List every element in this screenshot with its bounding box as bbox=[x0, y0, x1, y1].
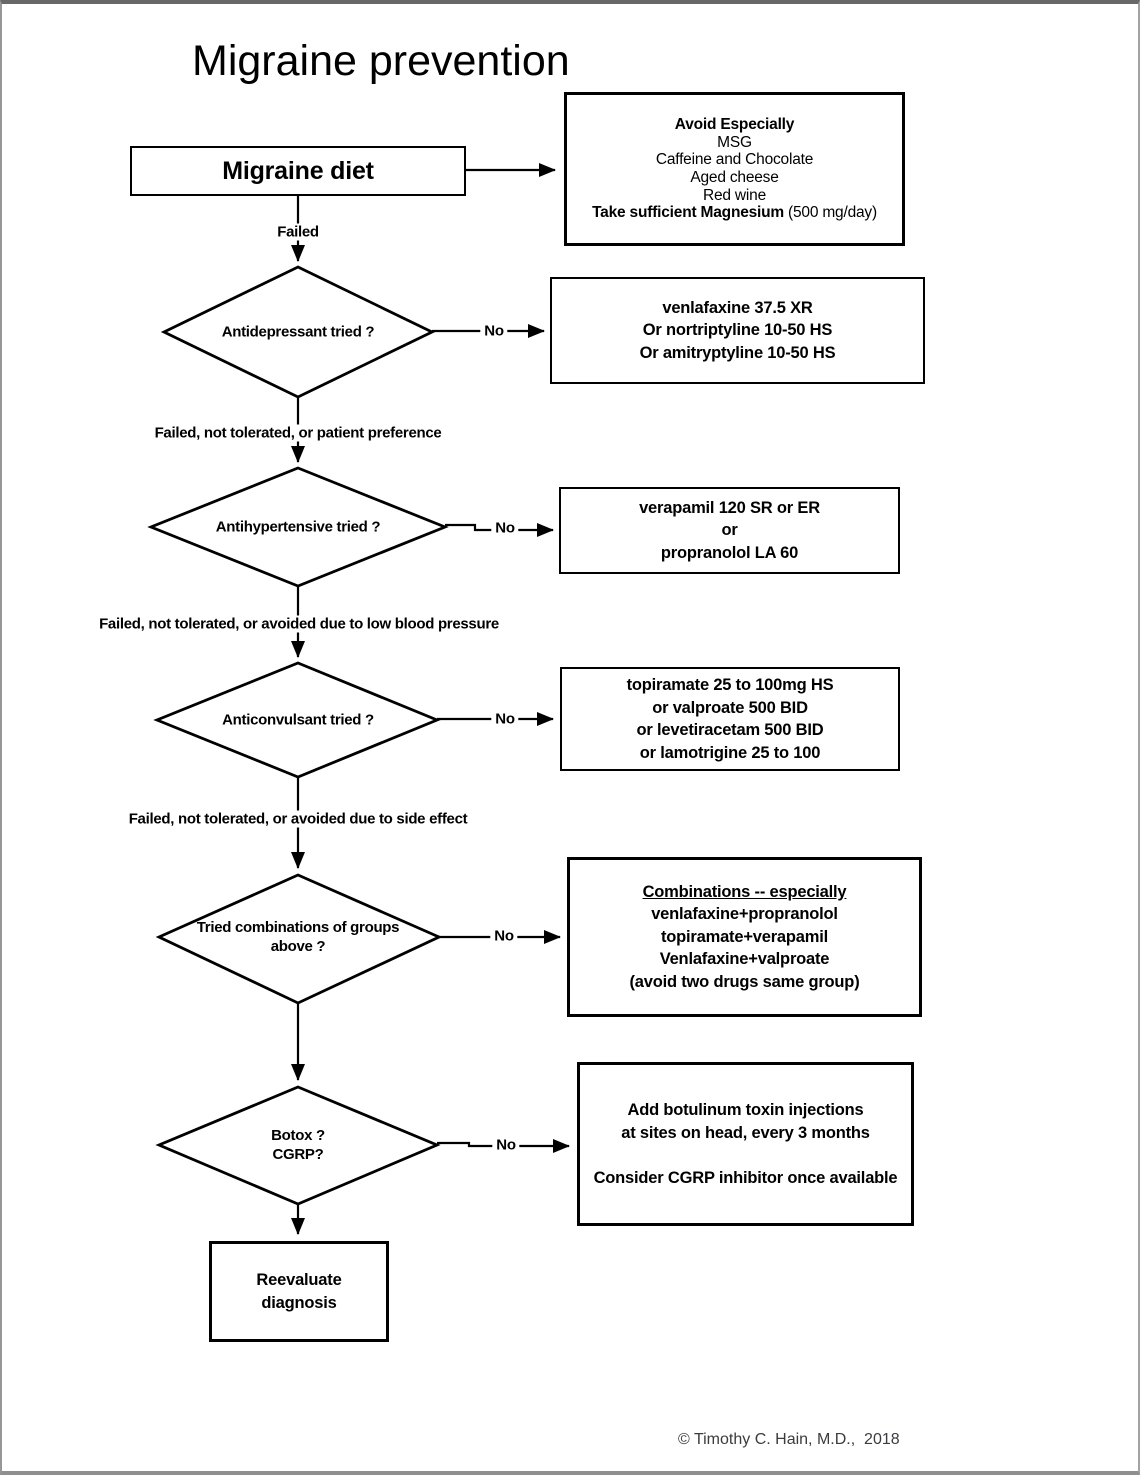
treatment-line: Or amitryptyline 10-50 HS bbox=[639, 343, 836, 362]
decision-diamond-anticonvulsant bbox=[153, 661, 441, 779]
decision-diamond-combinations bbox=[155, 873, 443, 1005]
decision-diamond-antihypertensive bbox=[147, 466, 449, 588]
end-node-reevaluate: Reevaluate diagnosis bbox=[209, 1241, 389, 1342]
avoid-box-item: Aged cheese bbox=[690, 169, 779, 186]
treatment-line: propranolol LA 60 bbox=[660, 543, 799, 562]
end-node-line1: Reevaluate bbox=[256, 1271, 342, 1289]
treatment-box-anticonvulsant: topiramate 25 to 100mg HS or valproate 5… bbox=[560, 667, 900, 771]
treatment-line: or bbox=[721, 521, 738, 540]
decision-diamond-botox bbox=[155, 1085, 441, 1206]
avoid-box-magnesium-bold: Take sufficient Magnesium bbox=[592, 204, 785, 222]
treatment-line: or lamotrigine 25 to 100 bbox=[639, 743, 821, 762]
avoid-box-item: MSG bbox=[717, 133, 752, 151]
edge-label-after-antihypertensive: Failed, not tolerated, or avoided due to… bbox=[95, 615, 503, 633]
treatment-box-combinations: Combinations -- especially venlafaxine+p… bbox=[567, 857, 922, 1017]
edge-label-after-anticonvulsant: Failed, not tolerated, or avoided due to… bbox=[124, 810, 472, 828]
no-label-botox: No bbox=[492, 1136, 520, 1154]
avoid-box-item: Red wine bbox=[702, 186, 767, 204]
treatment-line: venlafaxine+propranolol bbox=[651, 905, 838, 924]
treatment-box-antihypertensive: verapamil 120 SR or ER or propranolol LA… bbox=[559, 487, 900, 574]
treatment-box-botox: Add botulinum toxin injections at sites … bbox=[577, 1062, 914, 1226]
start-node-migraine-diet: Migraine diet bbox=[130, 146, 466, 196]
blank-line bbox=[580, 1144, 911, 1167]
treatment-line: Or nortriptyline 10-50 HS bbox=[642, 321, 833, 340]
edge-label-after-antidepressant: Failed, not tolerated, or patient prefer… bbox=[150, 424, 446, 442]
avoid-box-magnesium-line: Take sufficient Magnesium(500 mg/day) bbox=[567, 204, 902, 222]
no-label-antidepressant: No bbox=[480, 322, 508, 340]
no-label-antihypertensive: No bbox=[491, 519, 519, 537]
treatment-line: venlafaxine 37.5 XR bbox=[662, 298, 813, 317]
no-label-anticonvulsant: No bbox=[491, 710, 519, 728]
treatment-line: verapamil 120 SR or ER bbox=[639, 498, 820, 517]
edge-label-failed: Failed bbox=[273, 223, 323, 241]
treatment-box-antidepressant: venlafaxine 37.5 XR Or nortriptyline 10-… bbox=[550, 277, 925, 384]
treatment-line: topiramate+verapamil bbox=[660, 927, 829, 946]
copyright-text: © Timothy C. Hain, M.D., 2018 bbox=[678, 1431, 900, 1448]
treatment-line: at sites on head, every 3 months bbox=[621, 1123, 870, 1142]
treatment-line: Venlafaxine+valproate bbox=[659, 950, 830, 969]
treatment-line: Add botulinum toxin injections bbox=[627, 1101, 864, 1119]
flow-lines-svg bbox=[147, 163, 570, 1235]
end-node-line2: diagnosis bbox=[261, 1293, 337, 1312]
treatment-line: or valproate 500 BID bbox=[652, 698, 808, 717]
avoid-box-magnesium-note: (500 mg/day) bbox=[788, 204, 877, 222]
treatment-line: topiramate 25 to 100mg HS bbox=[626, 676, 834, 694]
start-node-label: Migraine diet bbox=[222, 156, 374, 185]
treatment-line: or levetiracetam 500 BID bbox=[636, 721, 824, 739]
avoid-especially-box: Avoid Especially MSG Caffeine and Chocol… bbox=[564, 92, 905, 246]
no-label-combinations: No bbox=[490, 927, 518, 945]
page-title: Migraine prevention bbox=[192, 37, 570, 85]
decision-diamond-antidepressant bbox=[160, 265, 436, 399]
treatment-line: Consider CGRP inhibitor once available bbox=[593, 1168, 898, 1187]
avoid-box-heading: Avoid Especially bbox=[674, 115, 795, 133]
treatment-line: (avoid two drugs same group) bbox=[629, 972, 860, 991]
avoid-box-item: Caffeine and Chocolate bbox=[655, 151, 814, 169]
treatment-combinations-heading: Combinations -- especially bbox=[642, 882, 847, 901]
